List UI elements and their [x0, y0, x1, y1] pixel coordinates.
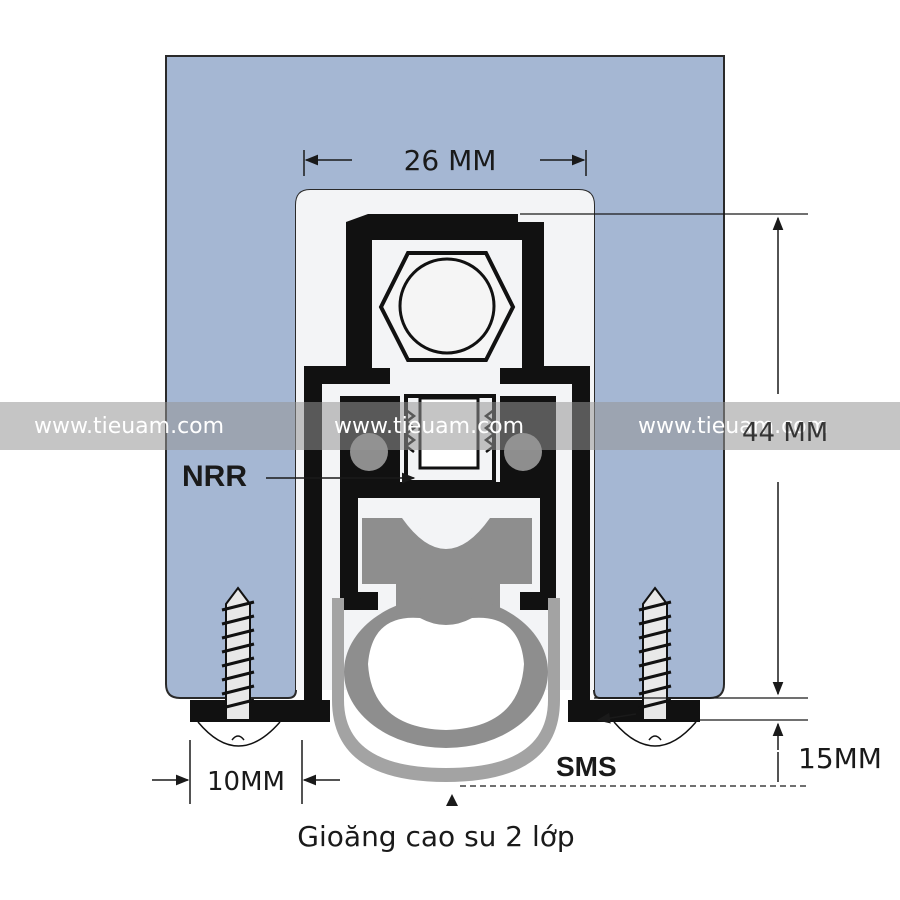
label-width-top: 26 MM — [404, 144, 497, 177]
caption-pointer — [446, 794, 458, 806]
watermark-center: www.tieuam.com — [334, 414, 524, 439]
dimension-width-top — [303, 150, 587, 176]
hex-bolt-icon — [378, 251, 516, 362]
seal-body — [362, 518, 532, 620]
dimension-flange-width — [152, 740, 340, 804]
screw-left-icon — [197, 586, 281, 747]
rubber-gasket-inner — [344, 596, 548, 748]
label-caption: Gioăng cao su 2 lớp — [297, 820, 574, 853]
label-flange-width: 10MM — [207, 767, 285, 797]
label-nrr: NRR — [182, 460, 247, 493]
label-sms: SMS — [556, 751, 617, 782]
inner-channel — [340, 482, 556, 610]
watermark-band — [0, 402, 900, 450]
label-bottom-drop: 15MM — [798, 742, 882, 775]
watermark-right: www.tieuam.com — [638, 414, 828, 439]
screw-right-icon — [613, 586, 697, 747]
dimension-height-right — [520, 213, 808, 699]
dimension-bottom-drop — [460, 719, 808, 787]
watermark-left: www.tieuam.com — [34, 414, 224, 439]
sms-pointer — [596, 712, 637, 724]
upper-carrier — [346, 214, 544, 368]
label-height-right: 44 MM — [742, 418, 828, 448]
